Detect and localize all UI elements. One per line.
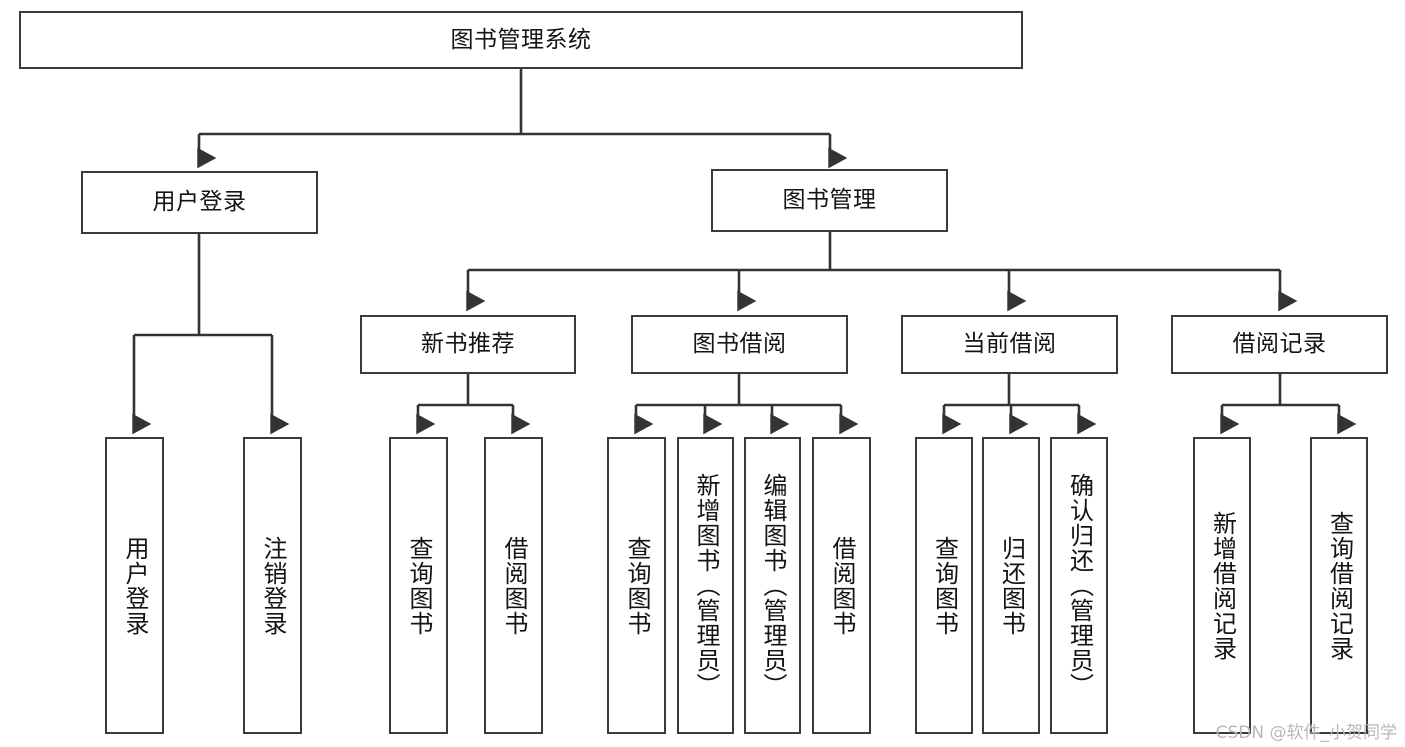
node-leaf-return-book[interactable]: 归还图书 (982, 437, 1040, 734)
node-leaf-add-book[interactable]: 新增图书（管理员） (677, 437, 734, 734)
node-book-manage-label: 图书管理 (782, 187, 877, 214)
node-leaf-user-logout-label: 注销登录 (258, 535, 287, 636)
node-leaf-user-logout[interactable]: 注销登录 (243, 437, 302, 734)
node-leaf-user-login-label: 用户登录 (120, 535, 149, 636)
node-leaf-query-book-2-label: 查询图书 (622, 535, 651, 636)
node-root[interactable]: 图书管理系统 (19, 11, 1023, 69)
node-leaf-edit-book-label: 编辑图书（管理员） (758, 473, 787, 698)
node-leaf-user-login[interactable]: 用户登录 (105, 437, 164, 734)
node-leaf-query-book-1-label: 查询图书 (404, 535, 433, 636)
node-borrow-record[interactable]: 借阅记录 (1171, 315, 1388, 374)
node-leaf-confirm-return-label: 确认归还（管理员） (1065, 473, 1094, 698)
node-book-manage[interactable]: 图书管理 (711, 169, 948, 232)
node-leaf-query-book-3[interactable]: 查询图书 (915, 437, 973, 734)
node-leaf-edit-book[interactable]: 编辑图书（管理员） (744, 437, 801, 734)
node-new-book-recommend-label: 新书推荐 (421, 331, 515, 358)
node-root-label: 图书管理系统 (450, 26, 592, 53)
node-leaf-query-record[interactable]: 查询借阅记录 (1310, 437, 1368, 734)
node-leaf-query-book-3-label: 查询图书 (930, 535, 959, 636)
node-leaf-add-book-label: 新增图书（管理员） (691, 473, 720, 698)
node-user-login[interactable]: 用户登录 (81, 171, 318, 234)
node-borrow-record-label: 借阅记录 (1232, 331, 1327, 358)
node-new-book-recommend[interactable]: 新书推荐 (360, 315, 576, 374)
node-leaf-query-book-2[interactable]: 查询图书 (607, 437, 666, 734)
node-leaf-borrow-book-2-label: 借阅图书 (827, 535, 856, 636)
node-leaf-add-record-label: 新增借阅记录 (1208, 510, 1237, 661)
node-book-borrow[interactable]: 图书借阅 (631, 315, 848, 374)
node-leaf-borrow-book-2[interactable]: 借阅图书 (812, 437, 871, 734)
node-leaf-query-book-1[interactable]: 查询图书 (389, 437, 448, 734)
node-book-borrow-label: 图书借阅 (692, 331, 787, 358)
node-leaf-return-book-label: 归还图书 (997, 535, 1026, 636)
node-leaf-borrow-book-1-label: 借阅图书 (499, 535, 528, 636)
csdn-watermark: CSDN @软件_小贺同学 (1215, 723, 1397, 743)
node-current-borrow-label: 当前借阅 (962, 331, 1057, 358)
node-leaf-borrow-book-1[interactable]: 借阅图书 (484, 437, 543, 734)
node-user-login-label: 用户登录 (152, 189, 247, 216)
node-current-borrow[interactable]: 当前借阅 (901, 315, 1118, 374)
node-leaf-query-record-label: 查询借阅记录 (1325, 510, 1354, 661)
node-leaf-add-record[interactable]: 新增借阅记录 (1193, 437, 1251, 734)
node-leaf-confirm-return[interactable]: 确认归还（管理员） (1050, 437, 1108, 734)
